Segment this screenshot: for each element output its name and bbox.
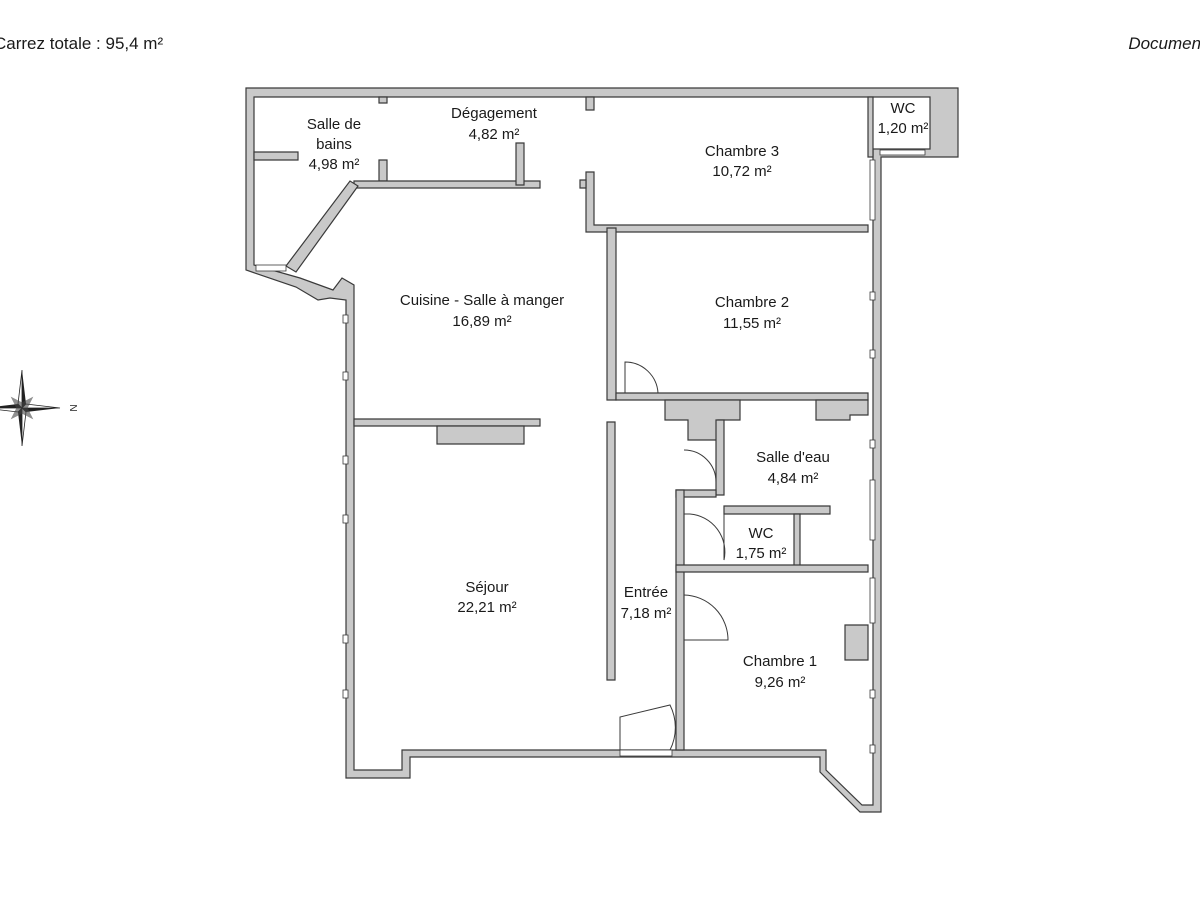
room-area-wc-top: 1,20 m² <box>878 120 929 137</box>
room-area-salle-de-bains: 4,98 m² <box>309 156 360 173</box>
room-name-chambre-3: Chambre 3 <box>705 143 779 160</box>
door-swings <box>619 361 729 751</box>
room-name-entree: Entrée <box>624 584 668 601</box>
room-name-chambre-2: Chambre 2 <box>715 294 789 311</box>
compass-rose-icon <box>0 369 61 447</box>
room-name-sejour: Séjour <box>465 579 508 596</box>
room-area-chambre-3: 10,72 m² <box>712 163 771 180</box>
room-area-entree: 7,18 m² <box>621 605 672 622</box>
room-name-salle-de-bains-2: bains <box>316 136 352 153</box>
outer-wall <box>245 87 959 813</box>
room-area-chambre-2: 11,55 m² <box>723 315 781 332</box>
carrez-total-label: Carrez totale : 95,4 m² <box>0 34 164 53</box>
room-name-degagement: Dégagement <box>451 105 538 122</box>
windows <box>255 149 926 757</box>
room-name-chambre-1: Chambre 1 <box>743 653 817 670</box>
compass-north-label: N <box>67 404 78 411</box>
room-area-wc-small: 1,75 m² <box>736 545 787 562</box>
room-area-salle-deau: 4,84 m² <box>768 470 819 487</box>
interior-walls <box>253 96 874 751</box>
room-name-salle-deau: Salle d'eau <box>756 449 830 466</box>
room-area-chambre-1: 9,26 m² <box>755 674 806 691</box>
room-name-wc-top: WC <box>891 100 916 117</box>
room-name-salle-de-bains-1: Salle de <box>307 116 361 133</box>
room-area-sejour: 22,21 m² <box>457 599 516 616</box>
room-labels: Salle de bains 4,98 m² Dégagement 4,82 m… <box>307 100 929 691</box>
document-note: Document n <box>1128 34 1200 53</box>
room-name-cuisine: Cuisine - Salle à manger <box>400 292 564 309</box>
room-area-cuisine: 16,89 m² <box>452 313 511 330</box>
room-name-wc-small: WC <box>749 525 774 542</box>
room-area-degagement: 4,82 m² <box>469 126 520 143</box>
